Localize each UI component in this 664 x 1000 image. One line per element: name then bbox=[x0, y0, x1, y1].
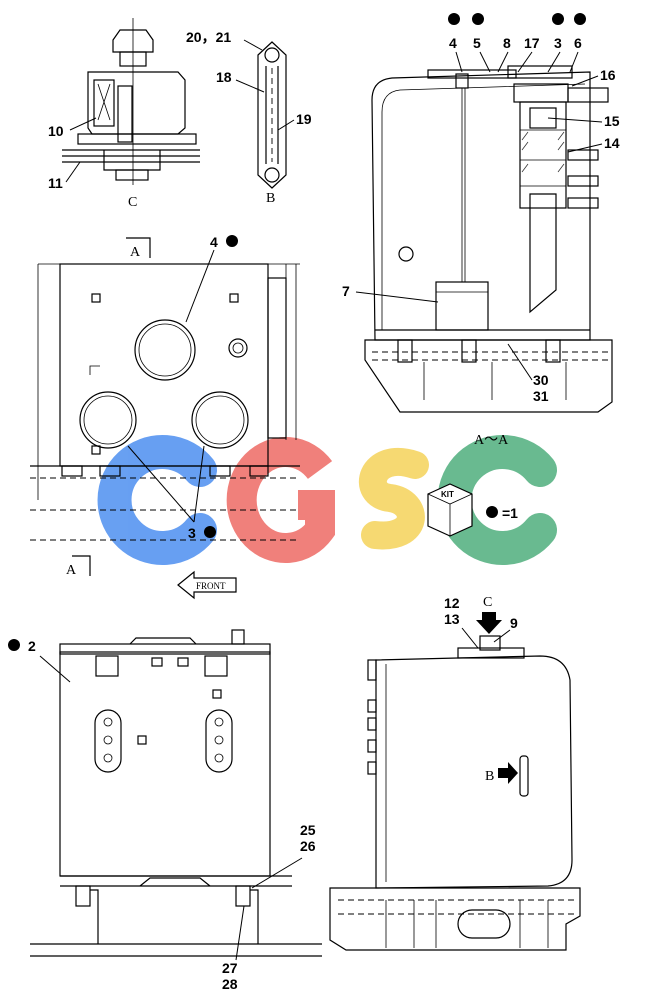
kit-legend-label: =1 bbox=[502, 505, 518, 521]
callout-12: 12 bbox=[444, 595, 460, 611]
kit-dot bbox=[226, 235, 238, 247]
callout-16: 16 bbox=[600, 67, 616, 83]
callout-26: 26 bbox=[300, 838, 316, 854]
callout-11: 11 bbox=[48, 175, 63, 191]
section-aa-label: A～A bbox=[474, 433, 509, 448]
callout-19: 19 bbox=[296, 111, 312, 127]
kit-dot bbox=[472, 13, 484, 25]
front-elevation-view: 2 25 26 27 28 bbox=[8, 629, 322, 992]
arrow-c-label: C bbox=[483, 595, 492, 610]
kit-dot bbox=[448, 13, 460, 25]
kit-dot bbox=[574, 13, 586, 25]
detail-c-label: C bbox=[128, 195, 137, 210]
watermark-letter-g bbox=[226, 437, 335, 563]
front-arrow bbox=[177, 570, 237, 600]
callout-7: 7 bbox=[342, 283, 350, 299]
kit-box-text: KIT bbox=[441, 490, 454, 499]
detail-c-view: 10 11 C bbox=[48, 18, 200, 210]
callout-14: 14 bbox=[604, 135, 620, 151]
callout-6: 6 bbox=[574, 35, 582, 51]
callout-17: 17 bbox=[524, 35, 540, 51]
arrow-c-icon bbox=[476, 612, 502, 634]
section-a-top-label: A bbox=[130, 245, 141, 260]
watermark-letter-s bbox=[358, 448, 429, 550]
watermark-letter-c1 bbox=[97, 435, 217, 565]
arrow-b-icon bbox=[498, 762, 518, 784]
section-a-bottom-label: A bbox=[66, 563, 77, 578]
callout-31: 31 bbox=[533, 388, 549, 404]
plan-view: A A 4 3 bbox=[30, 234, 300, 600]
kit-dot bbox=[204, 526, 216, 538]
callout-25: 25 bbox=[300, 822, 316, 838]
callout-18: 18 bbox=[216, 69, 232, 85]
callout-13: 13 bbox=[444, 611, 460, 627]
callout-8: 8 bbox=[503, 35, 511, 51]
callout-4-top: 4 bbox=[449, 35, 457, 51]
callout-3-top: 3 bbox=[554, 35, 562, 51]
kit-dot bbox=[552, 13, 564, 25]
callout-9: 9 bbox=[510, 615, 518, 631]
kit-dot bbox=[8, 639, 20, 651]
arrow-b-label: B bbox=[485, 769, 494, 784]
callout-5: 5 bbox=[473, 35, 481, 51]
detail-b-label: B bbox=[266, 191, 275, 206]
filter-hatching bbox=[521, 131, 565, 173]
callout-3-plan: 3 bbox=[188, 525, 196, 541]
kit-dot bbox=[486, 506, 498, 518]
callout-15: 15 bbox=[604, 113, 620, 129]
callout-28: 28 bbox=[222, 976, 238, 992]
section-aa-view: 4 5 8 17 3 6 bbox=[342, 13, 620, 448]
side-elevation-view: C 12 13 9 B bbox=[329, 595, 581, 951]
callout-4-plan: 4 bbox=[210, 234, 218, 250]
detail-b-view: 20，21 18 19 B bbox=[186, 29, 312, 206]
callout-27: 27 bbox=[222, 960, 238, 976]
callout-20-21: 20，21 bbox=[186, 29, 231, 45]
callout-10: 10 bbox=[48, 123, 64, 139]
kit-legend: KIT =1 bbox=[427, 483, 518, 537]
callout-30: 30 bbox=[533, 372, 549, 388]
callout-2: 2 bbox=[28, 638, 36, 654]
front-arrow-label: FRONT bbox=[196, 581, 226, 591]
